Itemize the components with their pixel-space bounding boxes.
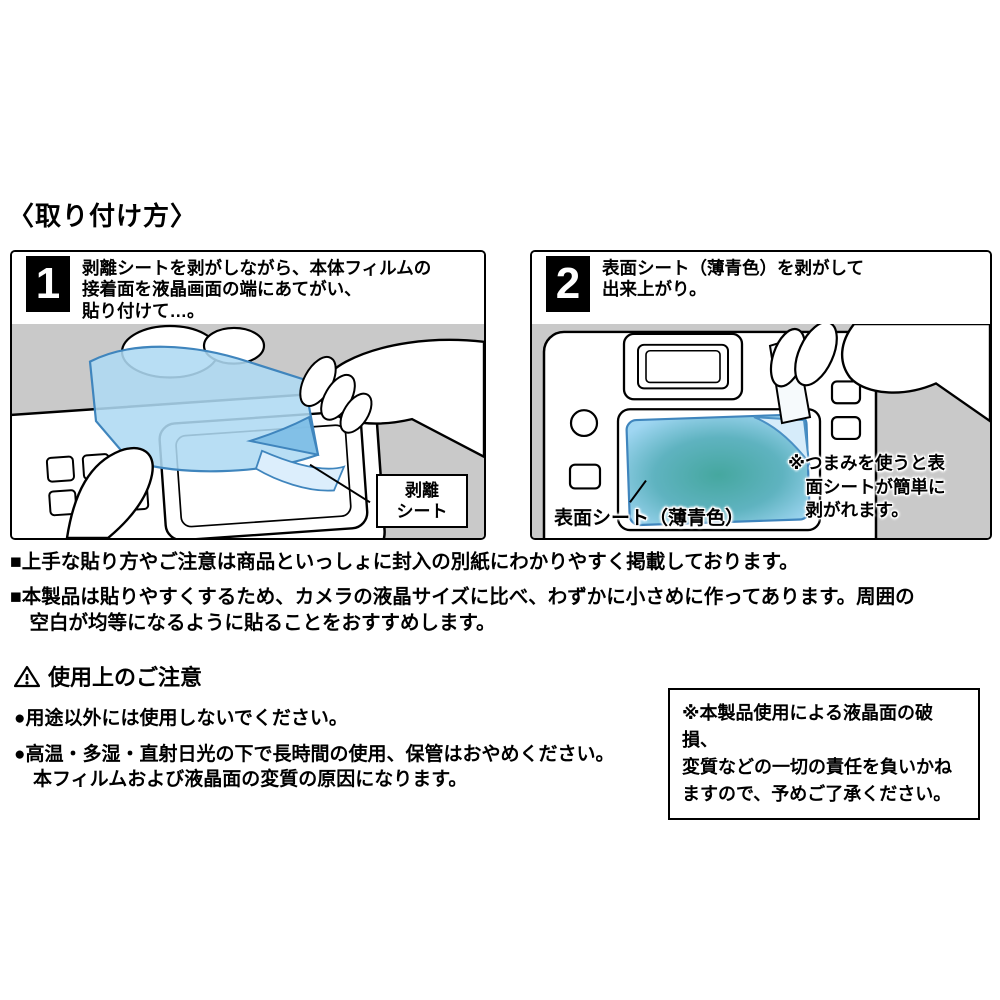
step1-drawing: [12, 324, 484, 538]
warning-icon: [14, 665, 40, 687]
disclaimer-box: ※本製品使用による液晶面の破損、 変質などの一切の責任を負いかね ますので、予め…: [668, 688, 980, 820]
disclaimer-text: ※本製品使用による液晶面の破損、 変質などの一切の責任を負いかね ますので、予め…: [682, 703, 952, 804]
caution-item-usage: ●用途以外には使用しないでください。: [14, 708, 348, 729]
step1-header: 1 剥離シートを剥がしながら、本体フィルムの 接着面を液晶画面の端にあてがい、 …: [12, 252, 484, 324]
release-sheet-label: 剥離 シート: [376, 473, 468, 528]
caution-item-heat: ●高温・多湿・直射日光の下で長時間の使用、保管はおやめください。 本フィルムおよ…: [14, 743, 615, 791]
caution-header: 使用上のご注意: [14, 660, 662, 692]
surface-sheet-label: 表面シート（薄青色）: [554, 508, 745, 529]
caution-section: 使用上のご注意 ●用途以外には使用しないでください。 ●高温・多湿・直射日光の下…: [14, 660, 662, 803]
step2-drawing: [532, 324, 990, 538]
note-smaller-size: ■本製品は貼りやすくするため、カメラの液晶サイズに比べ、わずかに小さめに作ってあ…: [10, 586, 915, 634]
step1-panel: 1 剥離シートを剥がしながら、本体フィルムの 接着面を液晶画面の端にあてがい、 …: [10, 250, 486, 540]
step1-number: 1: [26, 256, 70, 312]
step2-instructions: 表面シート（薄青色）を剥がして 出来上がり。: [602, 258, 864, 300]
tab-tip-note: ※つまみを使うと表 面シートが簡単に 剥がれます。: [788, 453, 946, 521]
step1-instructions: 剥離シートを剥がしながら、本体フィルムの 接着面を液晶画面の端にあてがい、 貼り…: [82, 258, 432, 321]
step1-illustration: 剥離 シート: [12, 324, 484, 538]
step2-header: 2 表面シート（薄青色）を剥がして 出来上がり。: [532, 252, 990, 324]
caution-heading: 使用上のご注意: [48, 665, 203, 690]
step2-panel: 2 表面シート（薄青色）を剥がして 出来上がり。: [530, 250, 992, 540]
step2-illustration: 表面シート（薄青色） ※つまみを使うと表 面シートが簡単に 剥がれます。: [532, 324, 990, 538]
notes-section: ■上手な貼り方やご注意は商品といっしょに封入の別紙にわかりやすく掲載しております…: [10, 550, 994, 636]
step2-number: 2: [546, 256, 590, 312]
page-title: 〈取り付け方〉: [8, 201, 198, 231]
note-enclosed-sheet: ■上手な貼り方やご注意は商品といっしょに封入の別紙にわかりやすく掲載しております…: [10, 551, 799, 573]
